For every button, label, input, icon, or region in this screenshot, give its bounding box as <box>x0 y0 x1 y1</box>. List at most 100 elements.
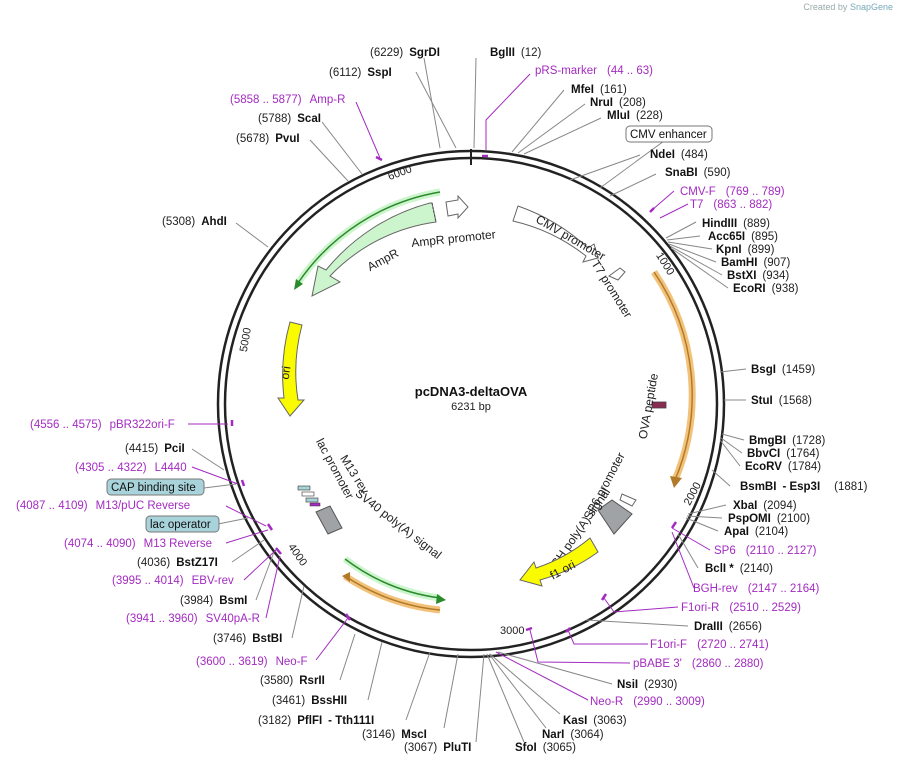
svg-text:(6229)SgrDI: (6229)SgrDI <box>370 47 440 59</box>
svg-text:BsmBI- Esp3I(1881): BsmBI- Esp3I(1881) <box>740 481 868 493</box>
cmv-promoter-arrow <box>512 205 599 263</box>
site-mfei-name: MfeI <box>571 84 594 96</box>
primer-m13-puc-range: (4087 .. 4109) <box>16 500 88 512</box>
leader-mfei <box>511 89 565 153</box>
primer-amp-r-range: (5858 .. 5877) <box>230 94 302 106</box>
site-bsmi-name: BsmI <box>219 595 247 607</box>
svg-text:(3182)PflFI- Tth111I: (3182) PflFI - Tth111I <box>258 715 374 727</box>
primer-m13-reverse-name: M13 Reverse <box>144 538 212 550</box>
primer-m13-reverse-range: (4074 .. 4090) <box>64 538 136 550</box>
leader-bsgi <box>719 368 747 373</box>
leader-ndei <box>569 154 641 181</box>
site-kpni-pos: (899) <box>748 244 775 256</box>
site-bsgi-name: BsgI <box>751 364 776 376</box>
site-rsrii-name: RsrII <box>299 675 325 687</box>
svg-text:PspOMI(2100): PspOMI(2100) <box>728 513 810 525</box>
leader-pbabe <box>529 629 631 664</box>
primer-bgh-rev-range: (2147 .. 2164) <box>748 583 820 595</box>
cap-block <box>297 485 311 491</box>
primer-neo-r-range: (2990 .. 3009) <box>633 696 705 708</box>
leader-sp6 <box>671 527 711 551</box>
site-bmgbi-pos: (1728) <box>792 435 825 447</box>
credit-prefix: Created by <box>803 2 848 12</box>
site-bmgbi-name: BmgBI <box>749 435 786 447</box>
leader-l4440 <box>191 466 239 485</box>
site-stui-name: StuI <box>751 395 773 407</box>
primer-neo-f-name: Neo-F <box>276 656 308 668</box>
leader-xbai <box>687 504 727 515</box>
primer-sp6-range: (2110 .. 2127) <box>746 545 817 557</box>
svg-text:MluI(228): MluI(228) <box>607 110 663 122</box>
site-pvui-pos: (5678) <box>236 133 269 145</box>
ampr-label: AmpR <box>365 246 401 274</box>
site-labels: (6229)SgrDI BglII(12) (6112)SspI MfeI(16… <box>125 47 868 754</box>
site-pcii-name: PciI <box>164 443 184 455</box>
site-bsmbi-name: BsmBI <box>740 481 776 493</box>
primer-t7-range: (863 .. 882) <box>713 199 772 211</box>
bgh-polya-block <box>597 499 633 535</box>
primer-t7-name: T7 <box>690 199 703 211</box>
lac-operator-box <box>145 515 220 533</box>
leader-snabi <box>609 173 657 197</box>
site-bsmbi-pos: (1881) <box>834 481 867 493</box>
primer-pbabe-name: pBABE 3' <box>633 658 682 670</box>
svg-text:BamHI(907): BamHI(907) <box>721 257 790 269</box>
boxed-labels: CMV enhancer CAP binding site lac operat… <box>106 125 713 533</box>
svg-text:Acc65I(895): Acc65I(895) <box>708 231 778 243</box>
svg-text:KpnI(899): KpnI(899) <box>716 244 775 256</box>
leader-ecorv <box>719 439 741 467</box>
site-bsmi-pos: (3984) <box>180 595 213 607</box>
leader-neo-r <box>495 651 589 701</box>
site-bamhi-pos: (907) <box>763 257 790 269</box>
t7-promoter-arrow <box>608 267 626 281</box>
site-bsshii-pos: (3461) <box>272 695 305 707</box>
svg-text:(5858 .. 5877)Amp-R: (5858 .. 5877)Amp-R <box>230 94 345 106</box>
site-pflfi-pos: (3182) <box>258 715 291 727</box>
svg-text:(5308)AhdI: (5308)AhdI <box>162 216 227 228</box>
site-pflfi-name: PflFI <box>297 715 322 727</box>
site-nrui-pos: (208) <box>619 97 646 109</box>
site-bcli-name: BclI * <box>705 563 734 575</box>
site-ecorv-pos: (1784) <box>788 461 821 473</box>
site-bcli-pos: (2140) <box>740 563 773 575</box>
leader-acc65i <box>666 235 701 241</box>
svg-text:F1ori-R(2510 .. 2529): F1ori-R(2510 .. 2529) <box>681 602 801 614</box>
svg-text:(4036)BstZ17I: (4036)BstZ17I <box>137 557 218 569</box>
leader-bstz17i <box>231 539 265 563</box>
svg-text:BmgBI(1728): BmgBI (1728) <box>749 435 825 447</box>
leader-m13-puc <box>225 505 267 527</box>
leader-nsii <box>497 651 613 685</box>
site-pvui-name: PvuI <box>275 133 299 145</box>
sp6-promoter-arrow <box>619 493 637 507</box>
svg-text:(3984)BsmI: (3984) BsmI <box>180 595 247 607</box>
leader-draiii <box>585 619 689 627</box>
primer-prs-marker-range: (44 .. 63) <box>607 65 653 77</box>
site-sspi-name: SspI <box>367 67 391 79</box>
cap-binding-label: CAP binding site <box>111 482 196 494</box>
leader-bglii <box>473 57 477 149</box>
site-bstz17i-pos: (4036) <box>137 557 170 569</box>
svg-text:EcoRI(938): EcoRI(938) <box>733 283 799 295</box>
svg-text:BbvCI(1764): BbvCI(1764) <box>747 448 820 460</box>
svg-text:Neo-R(2990 .. 3009): Neo-R (2990 .. 3009) <box>590 696 705 708</box>
leader-ebv-rev <box>243 549 277 581</box>
svg-text:pRS-marker(44 .. 63): pRS-marker(44 .. 63) <box>535 65 653 77</box>
leader-pflfi <box>405 651 431 721</box>
site-kasi-name: KasI <box>563 715 587 727</box>
orf-line-right <box>653 271 693 481</box>
site-ecori-pos: (938) <box>772 283 799 295</box>
primer-arc-neo-f <box>344 613 352 621</box>
lac-operator-block <box>305 497 319 503</box>
primer-pbr322ori-f-range: (4556 .. 4575) <box>30 419 102 431</box>
primer-ebv-rev-name: EBV-rev <box>192 575 234 587</box>
primer-neo-r-name: Neo-R <box>590 696 623 708</box>
site-apai-pos: (2104) <box>755 526 788 538</box>
primer-m13-puc-name: M13/pUC Reverse <box>96 500 191 512</box>
svg-text:NsiI(2930): NsiI(2930) <box>617 679 678 691</box>
leader-scai <box>321 121 363 175</box>
leader-prs-marker <box>485 73 531 150</box>
site-tth111i-name: - Tth111I <box>328 715 374 727</box>
t7-promoter-label: T7 promoter <box>589 258 636 321</box>
svg-text:SP6(2110 .. 2127): SP6(2110 .. 2127) <box>714 545 817 557</box>
leader-bmgbi <box>721 433 745 441</box>
